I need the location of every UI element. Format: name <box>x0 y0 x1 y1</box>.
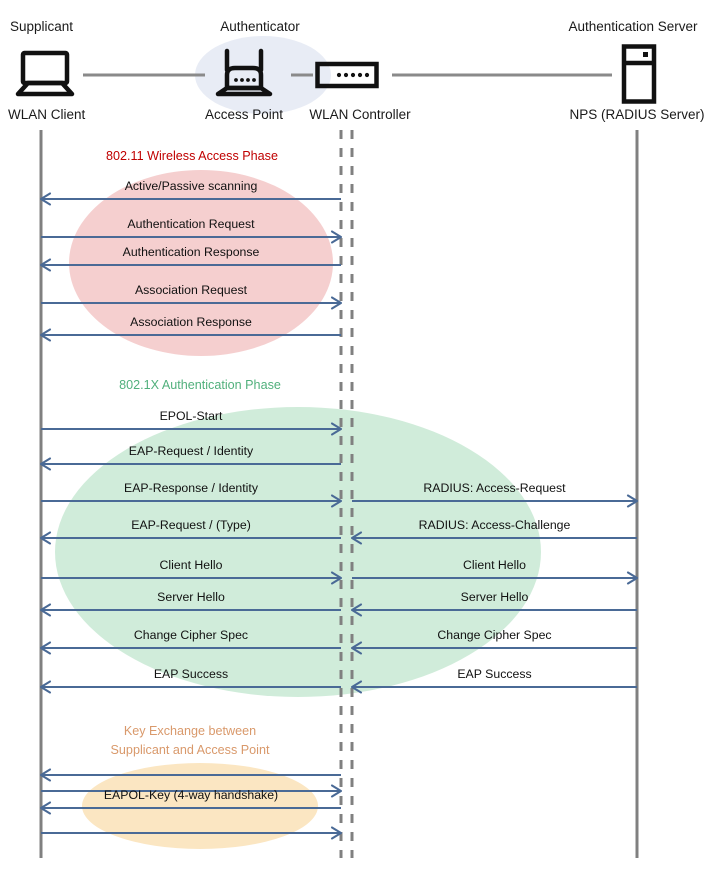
actor-device-nps-radius-server: NPS (RADIUS Server) <box>569 107 705 122</box>
message-arrow-m20 <box>39 768 341 782</box>
message-label-m9: RADIUS: Access-Request <box>423 481 566 495</box>
phase-label-80211: 802.11 Wireless Access Phase <box>106 149 278 163</box>
message-arrow-m10 <box>39 531 341 545</box>
network-switch-icon <box>315 61 379 94</box>
phase-label-keyexchange-line2: Supplicant and Access Point <box>110 743 270 757</box>
message-arrow-m7 <box>39 457 341 471</box>
wireless-router-icon <box>214 48 274 103</box>
message-label-m22: EAPOL-Key (4-way handshake) <box>103 788 279 802</box>
message-arrow-m19 <box>350 680 637 694</box>
message-arrow-m2 <box>41 230 343 244</box>
message-label-m3: Authentication Response <box>122 245 260 259</box>
message-arrow-m11 <box>350 531 637 545</box>
phase-80211-ellipse <box>69 170 333 356</box>
message-label-m6: EPOL-Start <box>159 409 223 423</box>
server-icon <box>619 44 659 109</box>
message-label-m13: Client Hello <box>463 558 526 572</box>
phase-keyexchange-ellipse <box>82 763 318 849</box>
message-label-m17: Change Cipher Spec <box>437 628 552 642</box>
message-arrow-m8 <box>41 494 343 508</box>
phase-label-keyexchange-line1: Key Exchange between <box>123 724 257 738</box>
actor-role-supplicant: Supplicant <box>10 19 74 34</box>
message-arrow-m13 <box>352 571 639 585</box>
message-label-m12: Client Hello <box>159 558 223 572</box>
actor-device-access-point: Access Point <box>204 107 284 122</box>
actor-role-authentication-server: Authentication Server <box>568 19 698 34</box>
message-label-m11: RADIUS: Access-Challenge <box>418 518 571 532</box>
message-label-m15: Server Hello <box>460 590 529 604</box>
message-arrow-m4 <box>41 296 343 310</box>
laptop-icon <box>14 50 76 103</box>
message-label-m18: EAP Success <box>153 667 229 681</box>
message-label-m14: Server Hello <box>157 590 225 604</box>
message-label-m10: EAP-Request / (Type) <box>131 518 251 532</box>
message-arrow-m3 <box>39 258 341 272</box>
message-arrow-m1 <box>39 192 341 206</box>
actor-role-authenticator: Authenticator <box>220 19 300 34</box>
message-arrow-m21 <box>41 784 343 798</box>
message-arrow-m14 <box>39 603 341 617</box>
message-arrow-m6 <box>41 422 343 436</box>
message-label-m19: EAP Success <box>457 667 532 681</box>
message-arrow-m5 <box>39 328 341 342</box>
message-arrow-m16 <box>39 641 341 655</box>
message-arrow-m23 <box>41 826 343 840</box>
message-label-m2: Authentication Request <box>127 217 255 231</box>
phase-label-8021x: 802.1X Authentication Phase <box>119 378 281 392</box>
message-label-m7: EAP-Request / Identity <box>128 444 254 458</box>
actor-device-wlan-client: WLAN Client <box>8 107 86 122</box>
message-label-m8: EAP-Response / Identity <box>124 481 258 495</box>
message-arrow-m12 <box>41 571 343 585</box>
message-label-m5: Association Response <box>130 315 252 329</box>
message-arrow-m9 <box>352 494 639 508</box>
message-label-m1: Active/Passive scanning <box>124 179 258 193</box>
message-label-m4: Association Request <box>134 283 248 297</box>
message-arrow-m18 <box>39 680 341 694</box>
message-arrow-m15 <box>350 603 637 617</box>
message-arrow-m22 <box>39 801 341 815</box>
phase-8021x-ellipse <box>55 407 541 697</box>
message-arrow-m17 <box>350 641 637 655</box>
actor-device-wlan-controller: WLAN Controller <box>309 107 411 122</box>
message-label-m16: Change Cipher Spec <box>133 628 249 642</box>
